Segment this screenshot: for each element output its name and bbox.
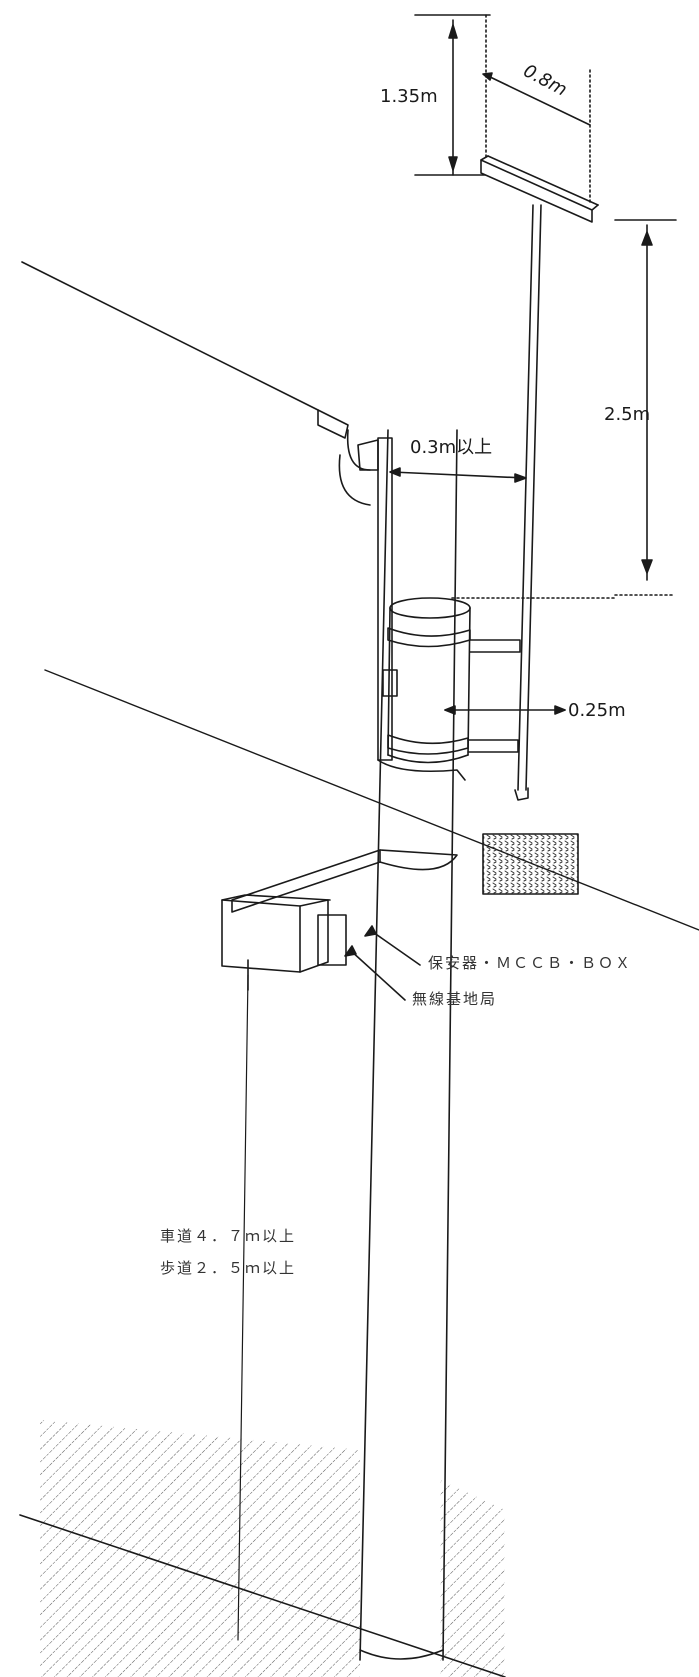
equipment-cylinder	[382, 597, 521, 764]
mounting-bracket	[338, 437, 393, 761]
ground-hatch	[40, 1420, 505, 1677]
roadway-clearance-label: 車道４．７ｍ以上	[160, 1227, 297, 1245]
station-arm	[231, 849, 458, 913]
sidewalk-clearance-label: 歩道２．５ｍ以上	[160, 1259, 297, 1277]
breaker-box-label: 保安器・ＭＣＣＢ・ＢＯＸ	[428, 954, 633, 972]
dim-label-0_25: 0.25m	[568, 700, 626, 721]
wire-arm	[317, 409, 371, 471]
dim-0_25	[444, 705, 566, 715]
brick-box	[482, 833, 579, 895]
dim-2_5	[451, 219, 677, 599]
main-pole	[359, 429, 458, 1661]
pole-clamp	[377, 759, 466, 781]
dim-clearance	[237, 959, 249, 1641]
overhead-wire-upper	[21, 261, 319, 411]
dim-label-1_35: 1.35m	[380, 86, 438, 107]
dim-label-0_3: 0.3m以上	[410, 437, 493, 458]
antenna-frame	[485, 14, 591, 206]
base-station-box	[221, 894, 347, 973]
antenna-mast	[514, 204, 542, 801]
dim-1_35	[414, 14, 491, 176]
dim-label-2_5: 2.5m	[604, 404, 651, 425]
dim-0_3	[389, 467, 527, 483]
base-station-label: 無線基地局	[412, 990, 498, 1008]
overhead-wire-lower	[44, 669, 699, 931]
antenna-crossbar	[480, 155, 599, 223]
label-leaders	[344, 925, 421, 1001]
ground-line	[19, 1514, 506, 1677]
dim-0_8	[482, 72, 591, 126]
